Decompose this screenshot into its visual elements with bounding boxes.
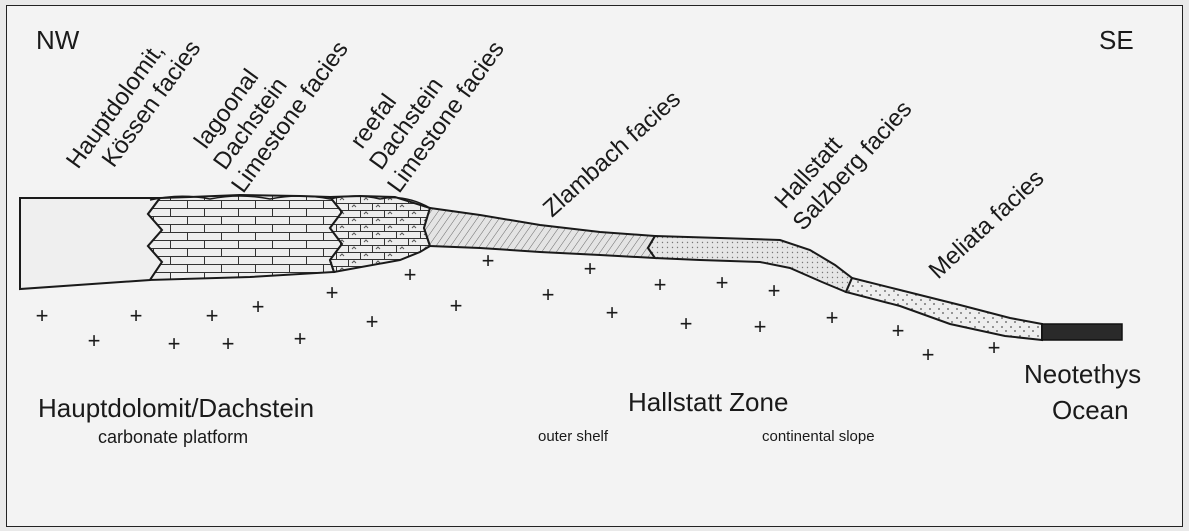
basement-cross: + xyxy=(768,278,781,303)
hallstatt-zone-title: Hallstatt Zone xyxy=(628,387,788,417)
basement-cross: + xyxy=(404,262,417,287)
zlambach-facies-body xyxy=(424,208,655,258)
continental-slope-label: continental slope xyxy=(762,428,875,445)
label-lagoonal-facies: lagoonal Dachstein Limestone facies xyxy=(181,3,354,197)
se-label: SE xyxy=(1099,25,1134,55)
meliata-label: Meliata facies xyxy=(924,165,1050,285)
platform-zone-title: Hauptdolomit/Dachstein xyxy=(38,393,314,423)
basement-cross: + xyxy=(130,303,143,328)
basement-cross: + xyxy=(892,318,905,343)
basement-cross: + xyxy=(206,303,219,328)
basement-cross: + xyxy=(252,294,265,319)
oceanic-crust-block xyxy=(1042,324,1122,340)
outer-shelf-label: outer shelf xyxy=(538,428,609,445)
basement-cross: + xyxy=(36,303,49,328)
basement-cross: + xyxy=(606,300,619,325)
basement-cross: + xyxy=(716,270,729,295)
label-reefal-facies: reefal Dachstein Limestone facies xyxy=(337,3,510,197)
label-meliata-facies: Meliata facies xyxy=(924,165,1050,285)
basement-cross: + xyxy=(584,256,597,281)
basement-cross: + xyxy=(988,335,1001,360)
basement-cross: + xyxy=(88,328,101,353)
basement-cross: + xyxy=(654,272,667,297)
label-zlambach-facies: Zlambach facies xyxy=(538,85,686,222)
basement-cross: + xyxy=(482,248,495,273)
meliata-facies-body xyxy=(846,278,1042,340)
label-kossen-facies: Hauptdolomit, Kössen facies xyxy=(61,19,206,190)
basement-cross: + xyxy=(754,314,767,339)
ocean-label-line1: Neotethys xyxy=(1024,359,1141,389)
kossen-facies-body xyxy=(20,198,162,289)
basement-cross: + xyxy=(294,326,307,351)
salzberg-facies-body xyxy=(648,236,852,292)
basement-cross: + xyxy=(168,331,181,356)
basement-cross: + xyxy=(366,309,379,334)
nw-label: NW xyxy=(36,25,80,55)
basement-cross: + xyxy=(680,311,693,336)
basement-cross: + xyxy=(542,282,555,307)
ocean-label-line2: Ocean xyxy=(1052,395,1129,425)
platform-zone-subtitle: carbonate platform xyxy=(98,427,248,447)
label-salzberg-facies: Hallstatt Salzberg facies xyxy=(767,77,918,236)
basement-cross: + xyxy=(326,280,339,305)
basement-cross: + xyxy=(922,342,935,367)
zlambach-label: Zlambach facies xyxy=(538,85,686,222)
reefal-limestone-body xyxy=(330,196,430,272)
lagoonal-limestone-body xyxy=(148,195,342,280)
basement-cross: + xyxy=(222,331,235,356)
basement-cross: + xyxy=(450,293,463,318)
basement-cross: + xyxy=(826,305,839,330)
